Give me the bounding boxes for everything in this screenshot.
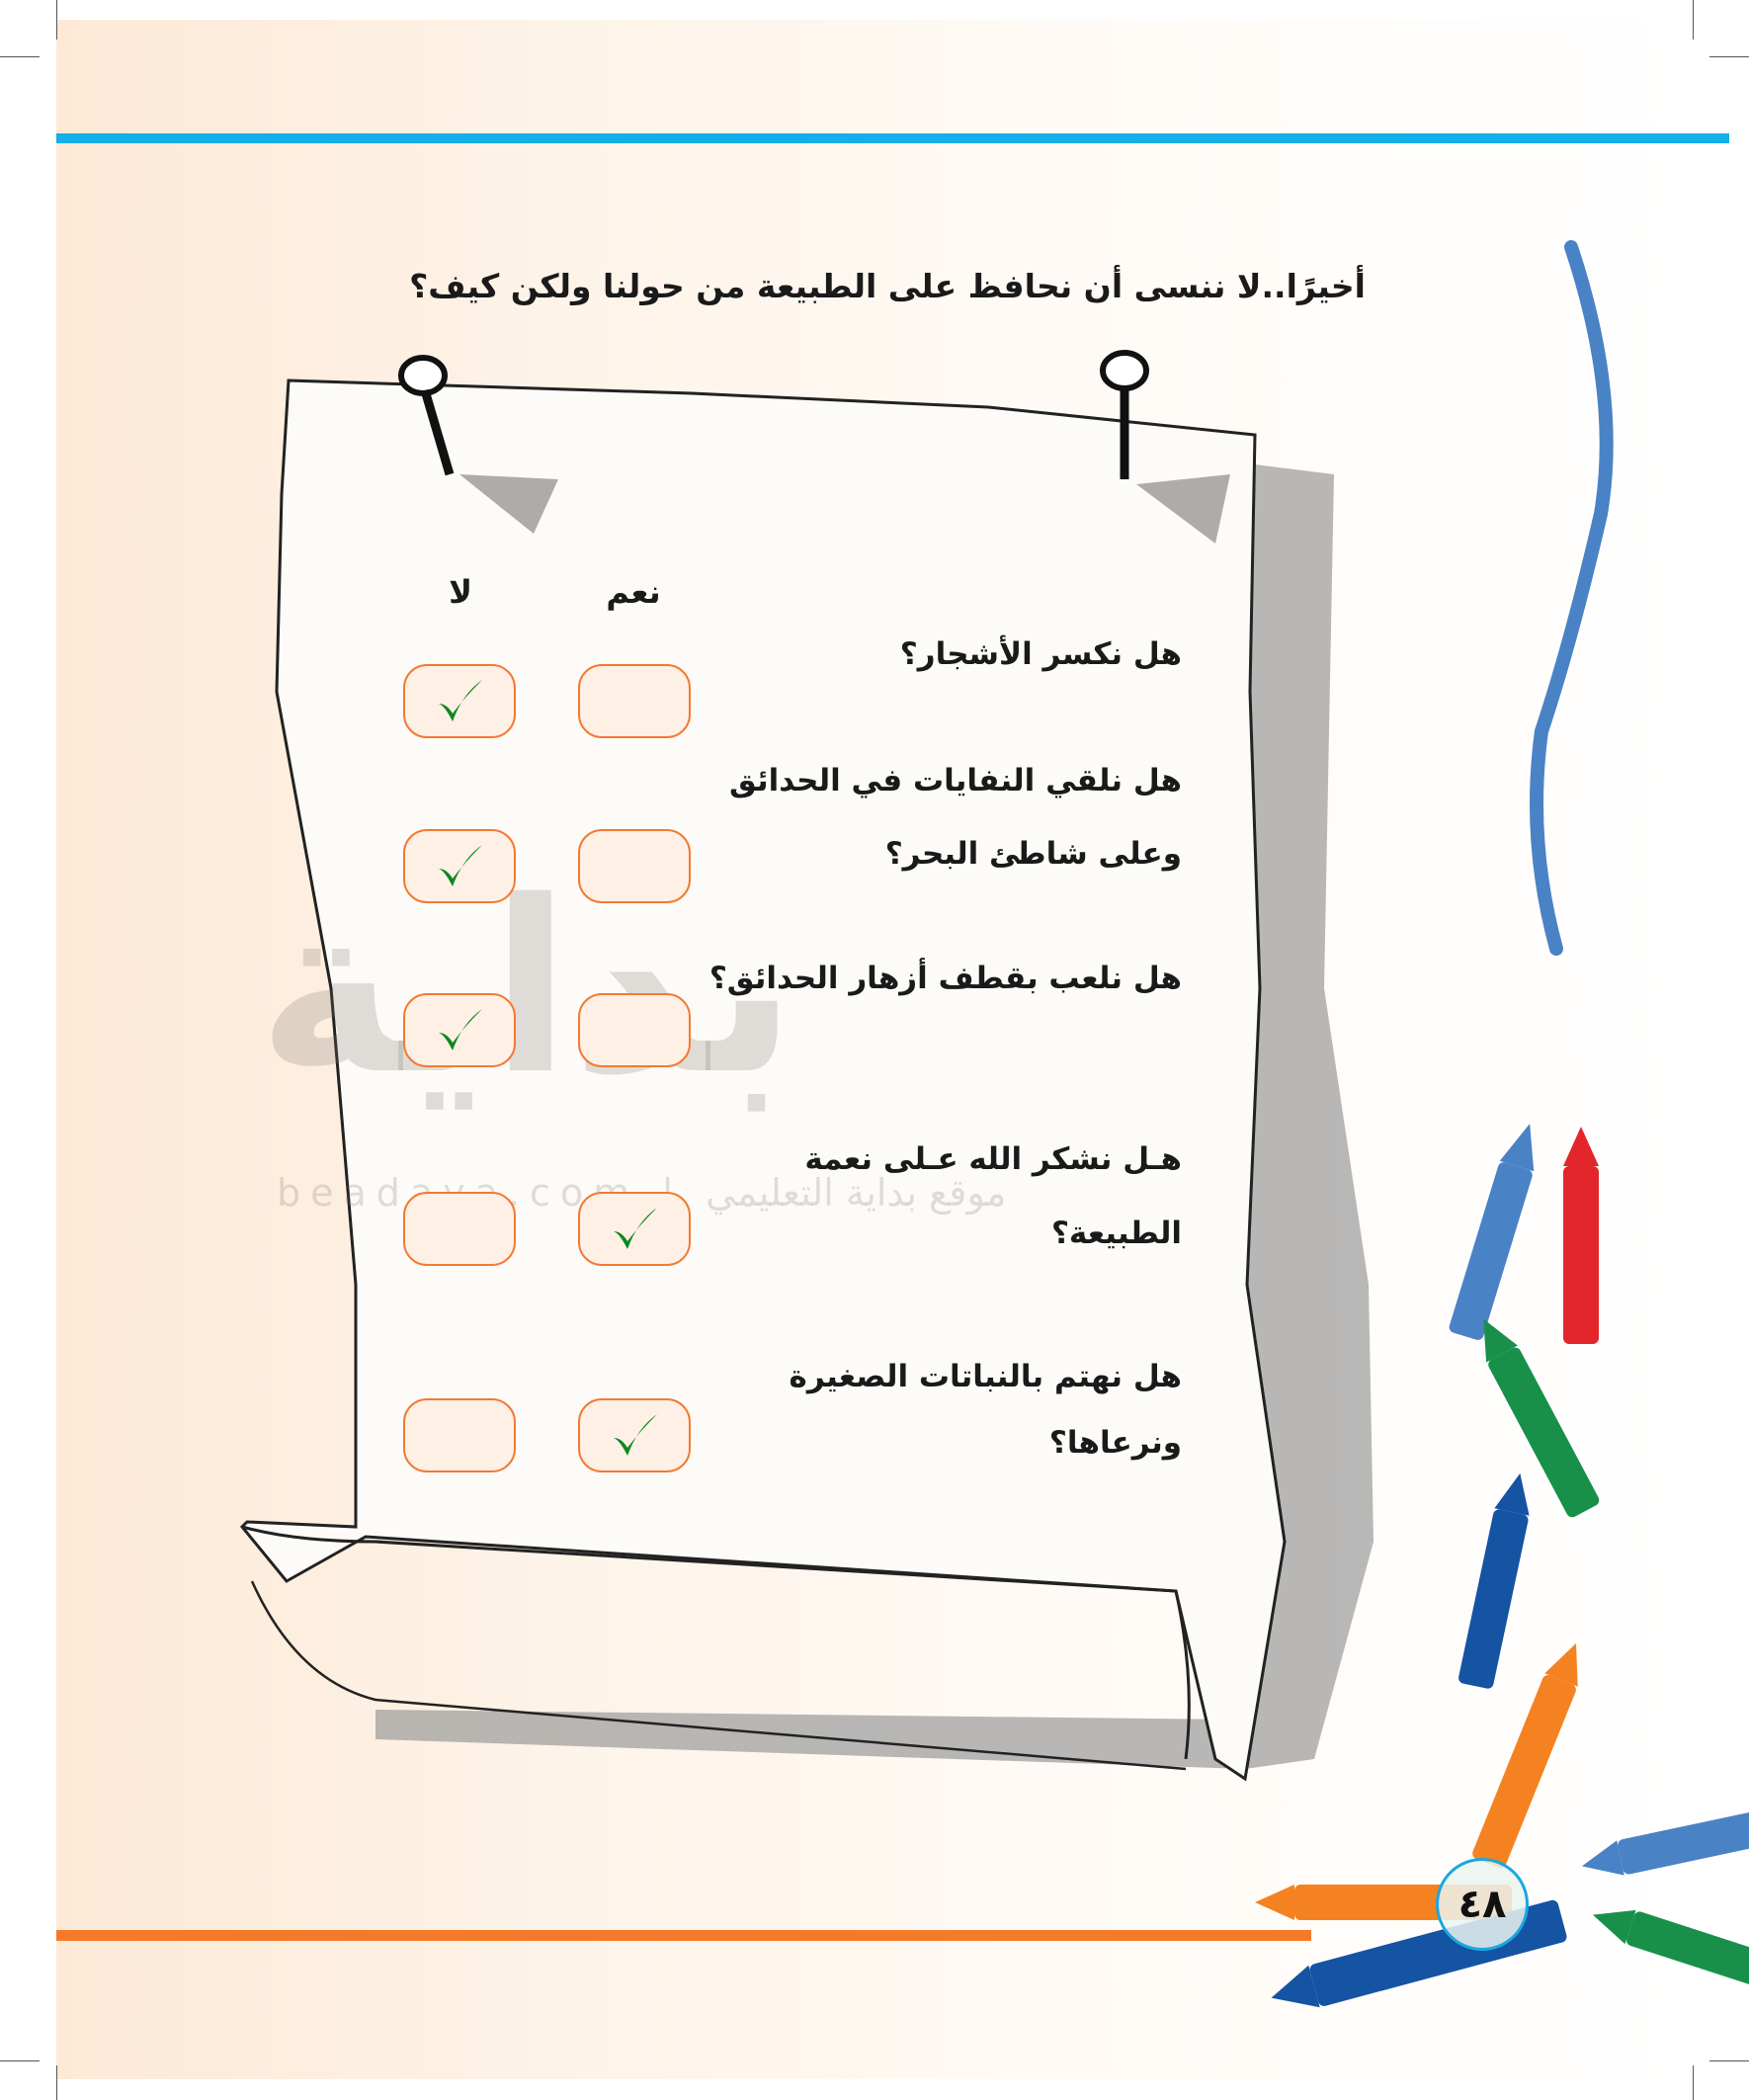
checkmark-icon [614,1208,657,1249]
crayon-icon [1458,1472,1530,1689]
answer-checkbox-no[interactable] [403,1192,516,1266]
scroll-roll-bottom [250,1580,1187,1771]
answer-checkbox-yes[interactable] [578,993,691,1067]
column-header-yes: نعم [606,573,661,611]
question-text: هـل نشكر الله عـلى نعمة [804,1141,1182,1177]
crop-mark [56,0,57,40]
question-text: وعلى شاطئ البحر؟ [884,836,1182,872]
crop-mark [1709,56,1749,57]
checkmark-icon [439,680,482,721]
column-header-no: لا [449,573,472,611]
scroll-roll [241,1525,1191,1760]
crop-mark [0,2060,40,2061]
crop-mark [1709,2060,1749,2061]
page-number: ٤٨ [1436,1858,1529,1951]
question-text: الطبيعة؟ [1050,1216,1182,1251]
answer-checkbox-no[interactable] [403,993,516,1067]
crop-mark [1693,0,1694,40]
answer-checkbox-no[interactable] [403,1398,516,1472]
checkmark-icon [439,1009,482,1050]
checkmark-icon [439,845,482,886]
crayon-icon [1472,1642,1578,1869]
answer-checkbox-yes[interactable] [578,1192,691,1266]
question-text: هل نلعب بقطف أزهار الحدائق؟ [708,961,1182,996]
crayon-icon [1483,1318,1600,1518]
scroll-shadow [375,464,1374,1769]
crayon-icon [1449,1123,1535,1340]
crop-mark [56,2065,57,2100]
crayon-icon [1563,1127,1599,1344]
crayon-scribble [1530,240,1614,956]
question-text: هل نكسر الأشجار؟ [899,636,1182,672]
answer-checkbox-no[interactable] [403,829,516,903]
watermark-logo: بداية [257,850,797,1127]
crayon-icon [1592,1909,1749,2013]
answer-checkbox-yes[interactable] [578,829,691,903]
pin-icon [398,355,558,534]
question-text: هل نلقي النفايات في الحدائق [729,763,1182,798]
crop-mark [0,56,40,57]
top-blue-rule [56,133,1729,143]
pin-icon [1100,350,1230,544]
checkmark-icon [614,1414,657,1456]
page-heading: أخيرًا..لا ننسى أن نحافظ على الطبيعة من … [409,267,1366,305]
answer-checkbox-no[interactable] [403,664,516,738]
bottom-orange-rule [56,1930,1311,1941]
answer-checkbox-yes[interactable] [578,664,691,738]
crop-mark [1693,2065,1694,2100]
question-text: هل نهتم بالنباتات الصغيرة [789,1359,1182,1394]
answer-checkbox-yes[interactable] [578,1398,691,1472]
crayon-icon [1581,1798,1749,1876]
question-text: ونرعاها؟ [1048,1425,1182,1461]
